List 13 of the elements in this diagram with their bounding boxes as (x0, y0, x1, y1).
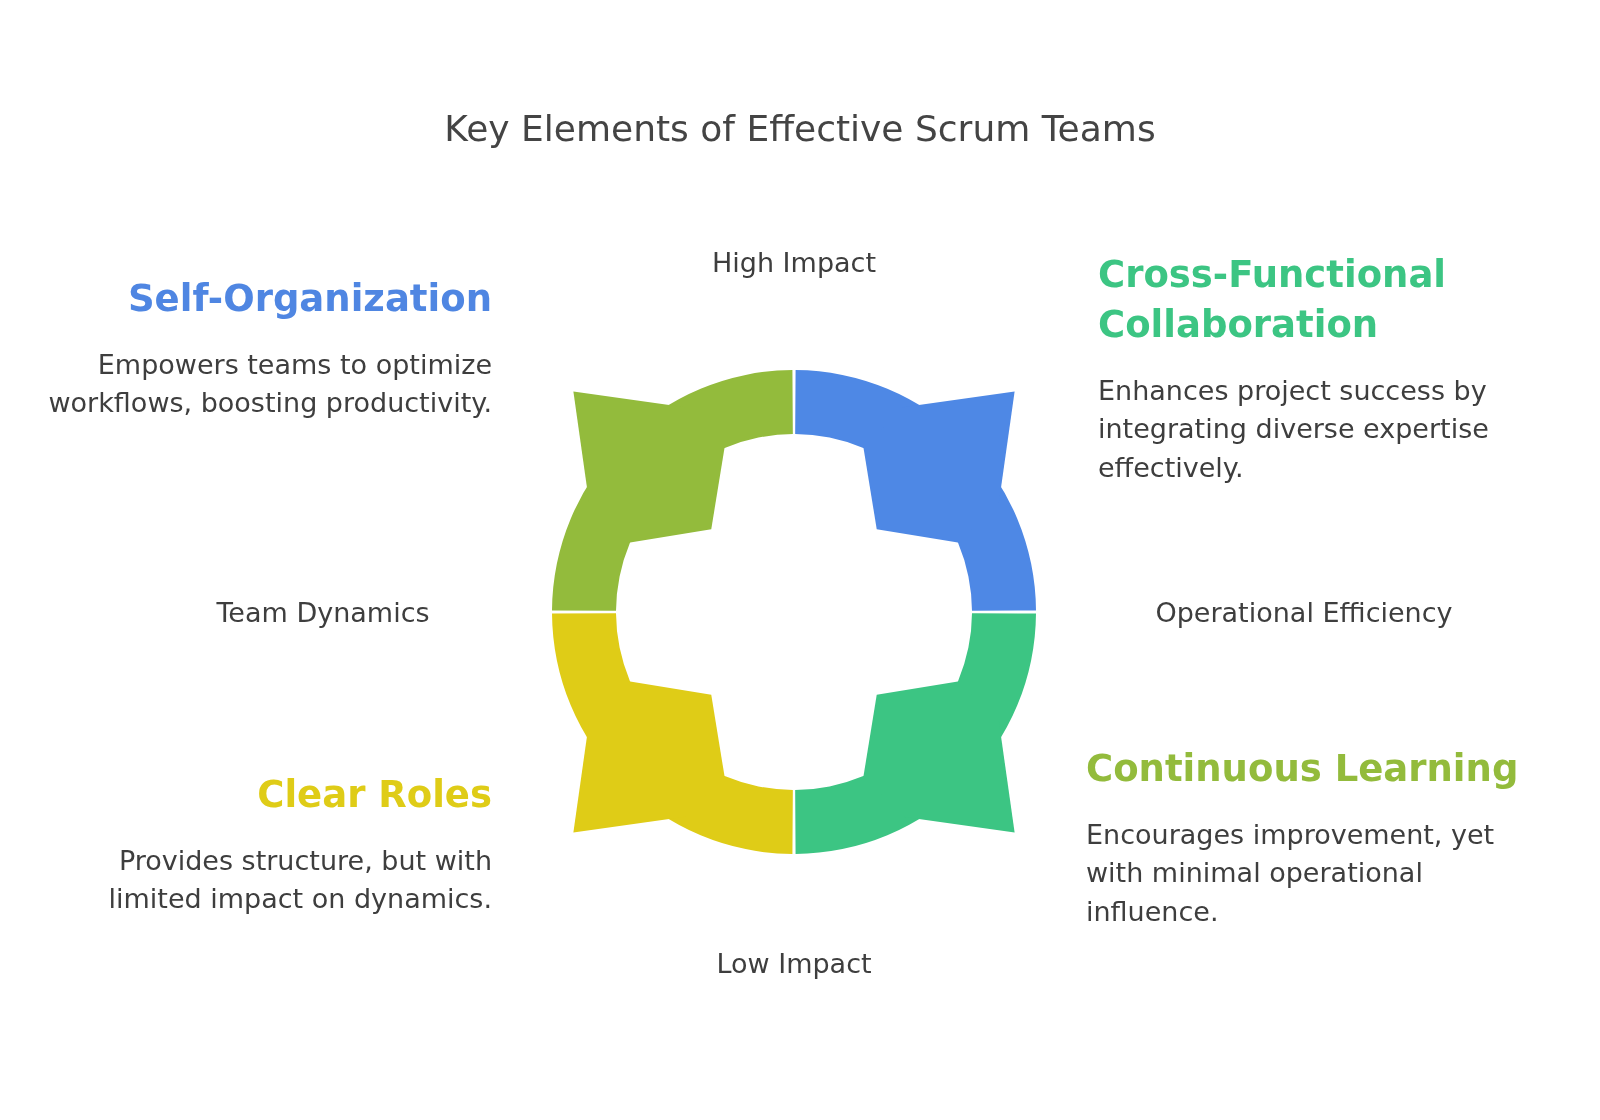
axis-label: High Impact (712, 246, 876, 278)
element-heading: Continuous Learning (1086, 746, 1519, 792)
element-description: Empowers teams to optimize workflows, boosting productivity. (47, 347, 492, 421)
element-description: Provides structure, but with limited impact on dynamics. (107, 843, 492, 917)
element-heading: Cross-Functional Collaboration (1098, 252, 1448, 348)
element-description: Enhances project success by integrating diverse expertise effectively. (1098, 373, 1490, 485)
axis-label: Low Impact (716, 947, 872, 979)
diagram-title: Key Elements of Effective Scrum Teams (443, 108, 1157, 149)
axis-label: Team Dynamics (216, 596, 430, 628)
element-description: Encourages improvement, yet with minimal operational influence. (1086, 817, 1496, 929)
element-heading: Self-Organization (127, 276, 492, 322)
axis-label: Operational Efficiency (1155, 596, 1453, 628)
element-heading: Clear Roles (257, 772, 492, 818)
